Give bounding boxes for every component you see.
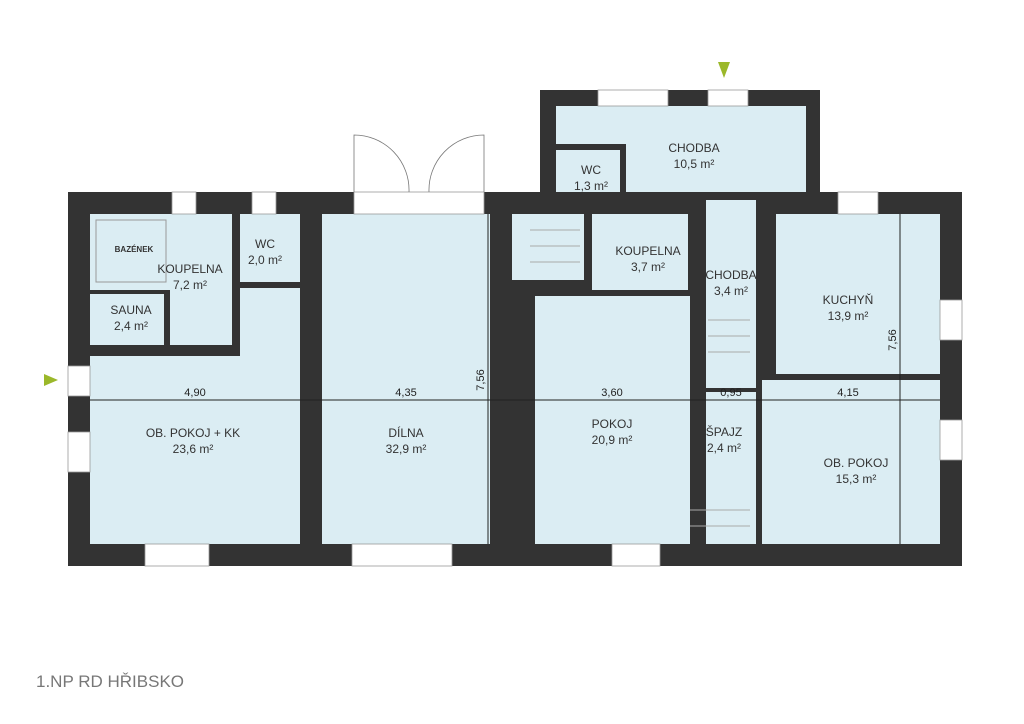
window: [611, 543, 661, 567]
entrance-door: [707, 89, 749, 107]
window: [251, 191, 277, 215]
room-area: 2,4 m²: [707, 441, 741, 455]
stairs: [530, 229, 750, 527]
pool-basin: [95, 219, 167, 283]
room-ob-pokoj-kk: [90, 356, 300, 544]
room-name: KOUPELNA: [157, 262, 222, 276]
room-koupelna-1: [170, 214, 232, 345]
entry-marker-icon: [44, 374, 58, 386]
room-name: SAUNA: [110, 303, 151, 317]
window: [837, 191, 879, 215]
room-name: ŠPAJZ: [706, 424, 742, 439]
room-area: 20,9 m²: [592, 433, 633, 447]
room-koupelna-2: [592, 214, 688, 290]
room-sauna: [90, 294, 164, 345]
room-kuchyn: [776, 214, 940, 374]
window: [171, 191, 197, 215]
room-area: 7,2 m²: [173, 278, 207, 292]
room-ob-pokoj-kk-ext: [240, 288, 300, 358]
window: [597, 89, 669, 107]
room-name: OB. POKOJ + KK: [146, 426, 240, 440]
room-area: 23,6 m²: [173, 442, 214, 456]
window: [939, 299, 963, 341]
room-name: WC: [255, 237, 275, 251]
room-wc-1: [240, 214, 300, 282]
window: [67, 431, 91, 473]
room-area: 13,9 m²: [828, 309, 869, 323]
side-door: [67, 365, 91, 397]
wall-wc-2: [620, 150, 626, 192]
room-area: 2,0 m²: [248, 253, 282, 267]
stairs-area: [512, 214, 584, 280]
dim-h2: 7,56: [887, 329, 899, 350]
wall-wc-2-top: [556, 144, 626, 150]
dim-h1: 7,56: [475, 369, 487, 390]
dim-w2: 4,35: [395, 387, 416, 399]
window: [939, 419, 963, 461]
room-spajz: [706, 392, 756, 544]
room-chodba-2: [706, 200, 756, 388]
window: [144, 543, 210, 567]
room-name: POKOJ: [592, 417, 633, 431]
room-ob-pokoj: [762, 380, 940, 544]
room-name: OB. POKOJ: [824, 456, 889, 470]
room-area: 15,3 m²: [836, 472, 877, 486]
patio-doors: [353, 191, 485, 215]
room-area: 32,9 m²: [386, 442, 427, 456]
room-name: DÍLNA: [388, 425, 423, 440]
patio-door-swing: [353, 134, 485, 193]
room-name: WC: [581, 163, 601, 177]
dim-w4: 0,95: [720, 387, 741, 399]
room-name: KUCHYŇ: [823, 292, 874, 307]
plan-title: 1.NP RD HŘIBSKO: [36, 672, 185, 691]
dim-w3: 3,60: [601, 387, 622, 399]
room-area: 1,3 m²: [574, 179, 608, 193]
room-area: 2,4 m²: [114, 319, 148, 333]
room-name: CHODBA: [705, 268, 756, 282]
room-name: KOUPELNA: [615, 244, 680, 258]
entry-marker-icon: [718, 62, 730, 78]
window: [351, 543, 453, 567]
dim-w1: 4,90: [184, 387, 205, 399]
dim-w5: 4,15: [837, 387, 858, 399]
room-dilna: [322, 214, 490, 544]
room-name: BAZÉNEK: [115, 245, 154, 254]
room-pokoj: [535, 296, 690, 544]
room-area: 3,4 m²: [714, 284, 748, 298]
room-area: 10,5 m²: [674, 157, 715, 171]
room-name: CHODBA: [668, 141, 719, 155]
room-area: 3,7 m²: [631, 260, 665, 274]
